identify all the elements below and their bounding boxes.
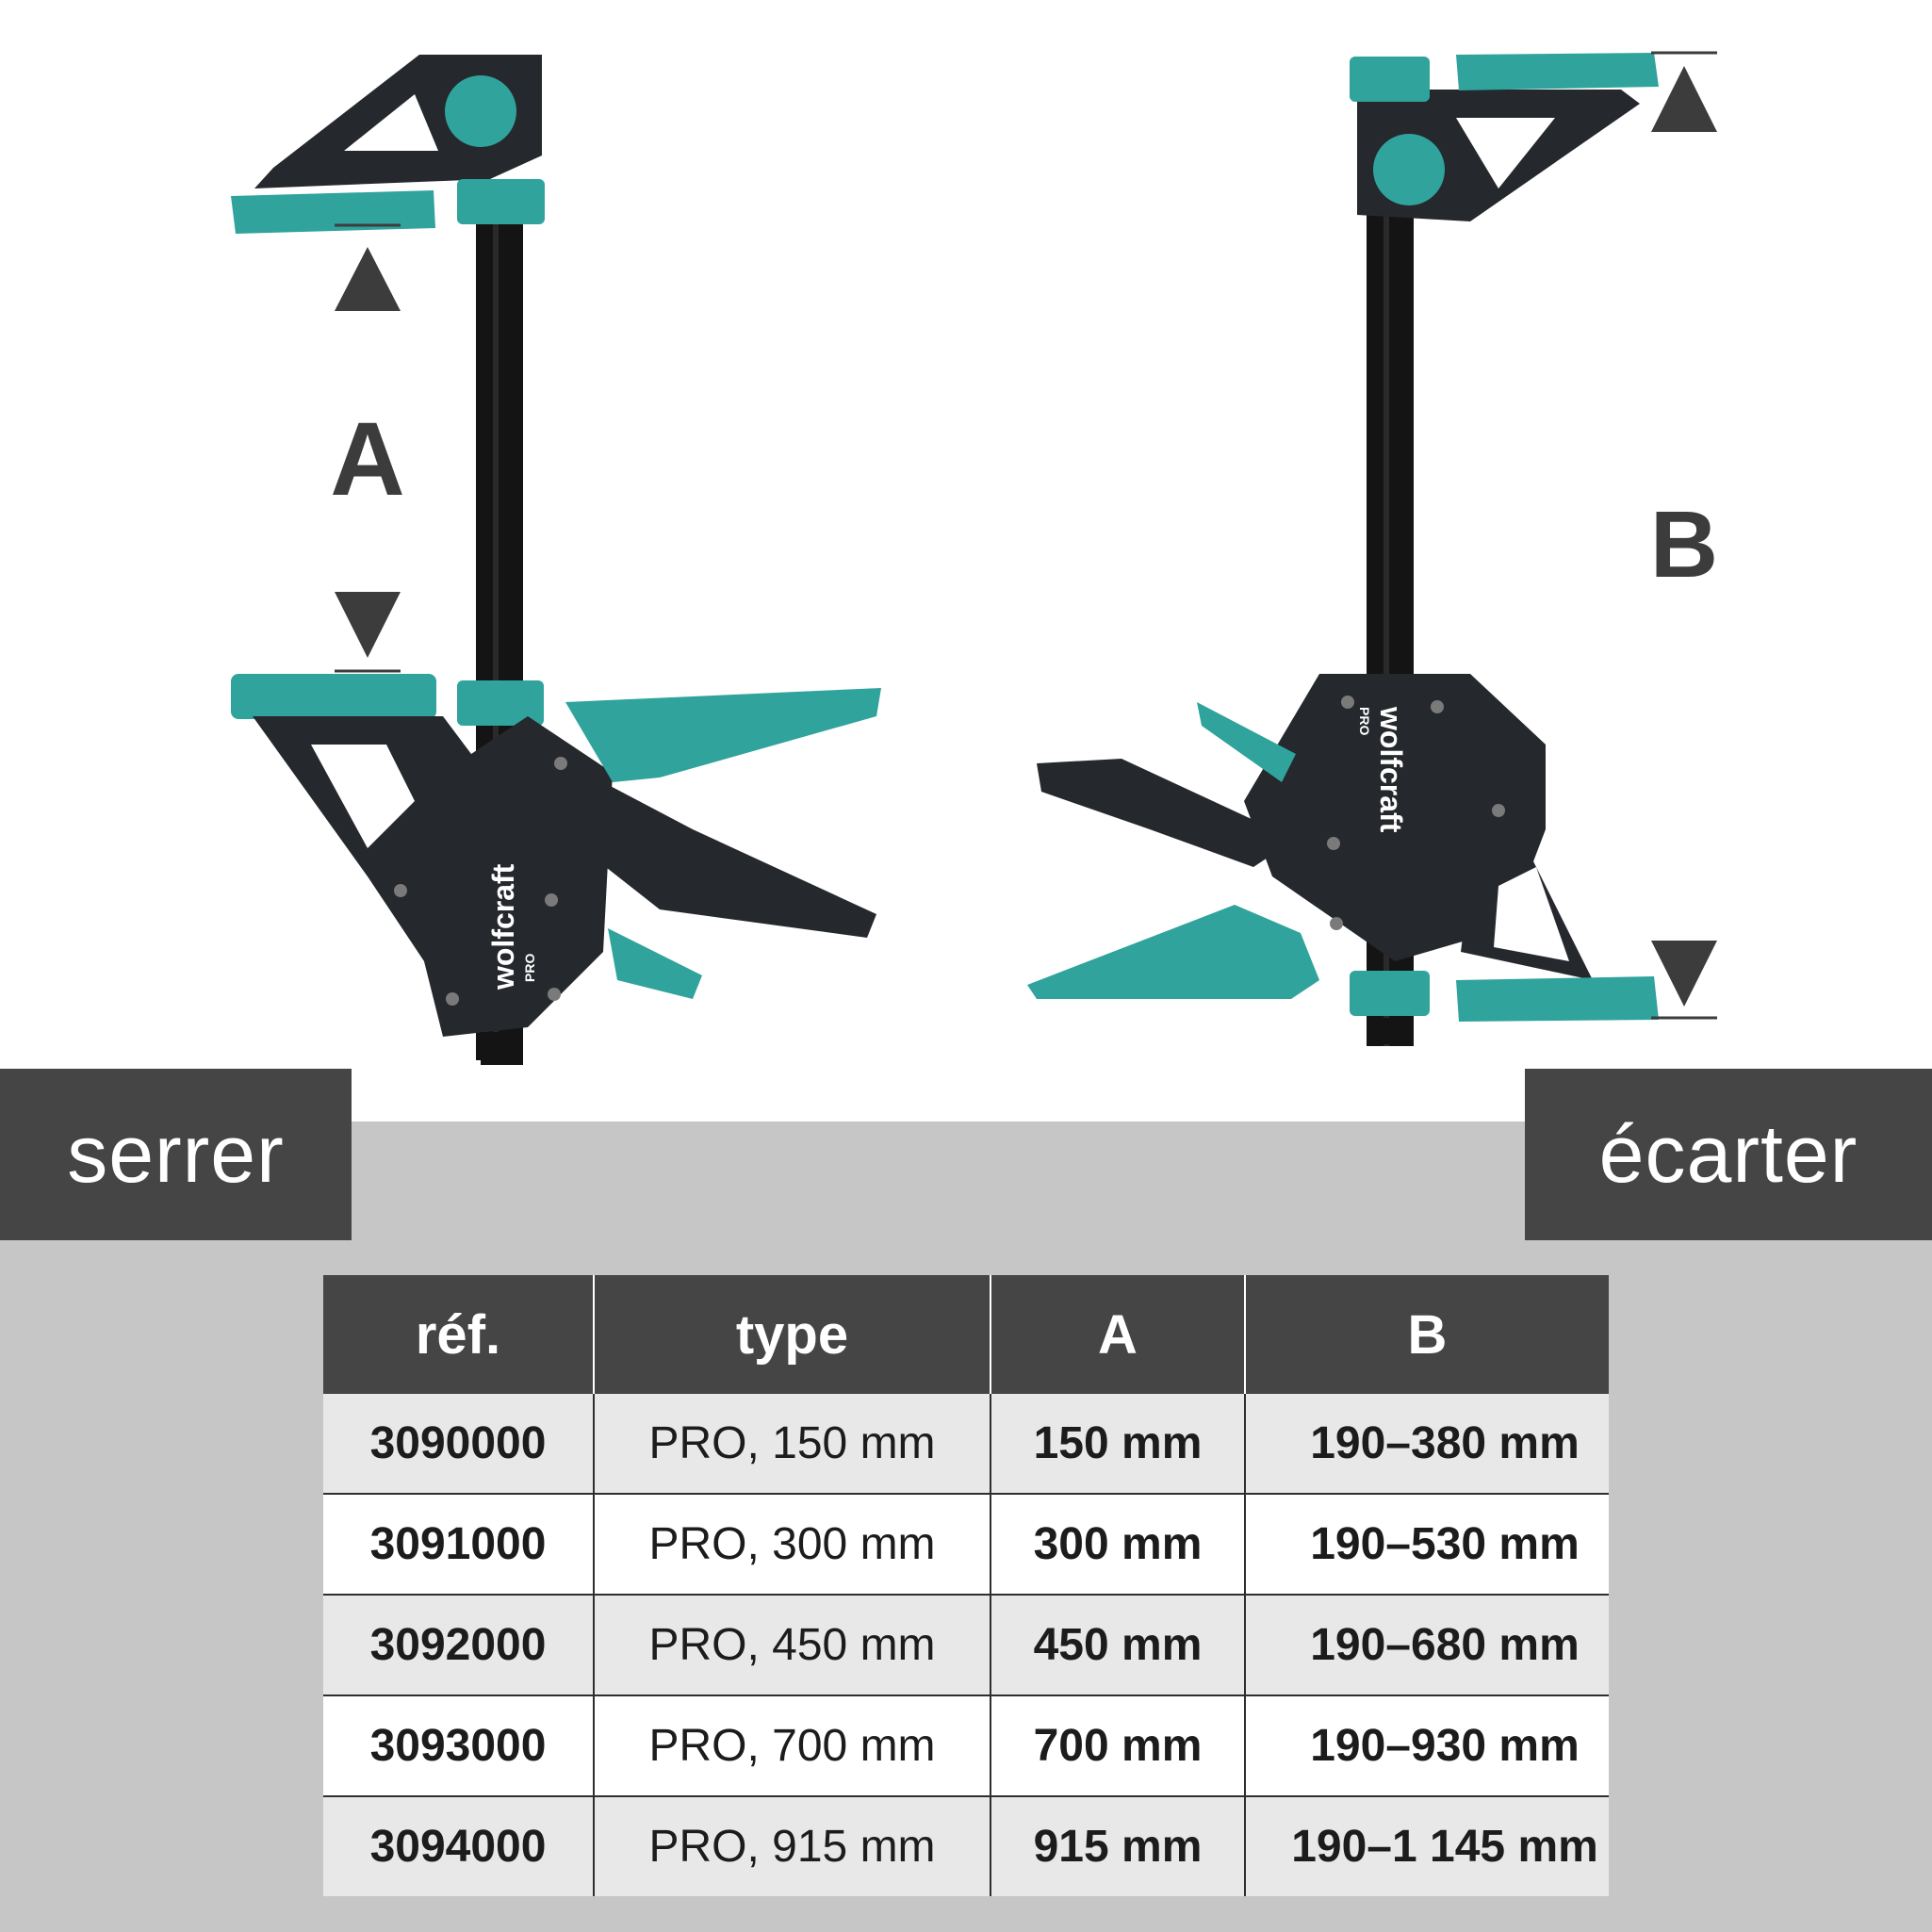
cell-b: 190–680 mm	[1245, 1595, 1609, 1696]
cell-b: 190–530 mm	[1245, 1494, 1609, 1596]
table-header-row: réf. type A B	[323, 1275, 1609, 1394]
brand-logo-right: wolfcraft	[1374, 706, 1408, 833]
cell-ref: 3091000	[323, 1494, 595, 1596]
clamp-illustration: wolfcraft PRO wolfcraft PRO	[231, 51, 1718, 1065]
model-badge-right: PRO	[1357, 707, 1372, 735]
cell-type: PRO, 450 mm	[594, 1595, 991, 1696]
cell-a: 700 mm	[991, 1695, 1246, 1797]
specifications-table: réf. type A B 3090000 PRO, 150 mm 150 mm…	[323, 1275, 1609, 1896]
cell-ref: 3094000	[323, 1796, 595, 1896]
table-row: 3093000 PRO, 700 mm 700 mm 190–930 mm	[323, 1695, 1609, 1797]
brand-logo-left: wolfcraft	[486, 863, 520, 991]
dimension-a-markers	[335, 223, 401, 673]
cell-b: 190–380 mm	[1245, 1394, 1609, 1495]
cell-a: 300 mm	[991, 1494, 1246, 1596]
cell-a: 150 mm	[991, 1394, 1246, 1495]
cell-type: PRO, 300 mm	[594, 1494, 991, 1596]
header-a: A	[991, 1275, 1246, 1394]
cell-ref: 3093000	[323, 1695, 595, 1797]
mode-label-clamp: serrer	[0, 1069, 352, 1240]
cell-b: 190–1 145 mm	[1245, 1796, 1609, 1896]
table-row: 3092000 PRO, 450 mm 450 mm 190–680 mm	[323, 1595, 1609, 1696]
cell-ref: 3092000	[323, 1595, 595, 1696]
model-badge-left: PRO	[522, 954, 537, 982]
header-type: type	[594, 1275, 991, 1394]
cell-type: PRO, 915 mm	[594, 1796, 991, 1896]
table-row: 3094000 PRO, 915 mm 915 mm 190–1 145 mm	[323, 1796, 1609, 1896]
cell-b: 190–930 mm	[1245, 1695, 1609, 1797]
cell-type: PRO, 700 mm	[594, 1695, 991, 1797]
header-ref: réf.	[323, 1275, 595, 1394]
dimension-a-label: A	[330, 401, 404, 517]
header-b: B	[1245, 1275, 1609, 1394]
cell-ref: 3090000	[323, 1394, 595, 1495]
right-clamp: wolfcraft PRO	[1027, 53, 1659, 1046]
left-clamp: wolfcraft PRO	[231, 55, 881, 1065]
cell-a: 450 mm	[991, 1595, 1246, 1696]
dimension-b-markers	[1651, 51, 1717, 1020]
cell-a: 915 mm	[991, 1796, 1246, 1896]
table-row: 3091000 PRO, 300 mm 300 mm 190–530 mm	[323, 1494, 1609, 1596]
mode-label-spread: écarter	[1525, 1069, 1932, 1240]
cell-type: PRO, 150 mm	[594, 1394, 991, 1495]
dimension-b-label: B	[1650, 492, 1718, 598]
table-row: 3090000 PRO, 150 mm 150 mm 190–380 mm	[323, 1394, 1609, 1495]
